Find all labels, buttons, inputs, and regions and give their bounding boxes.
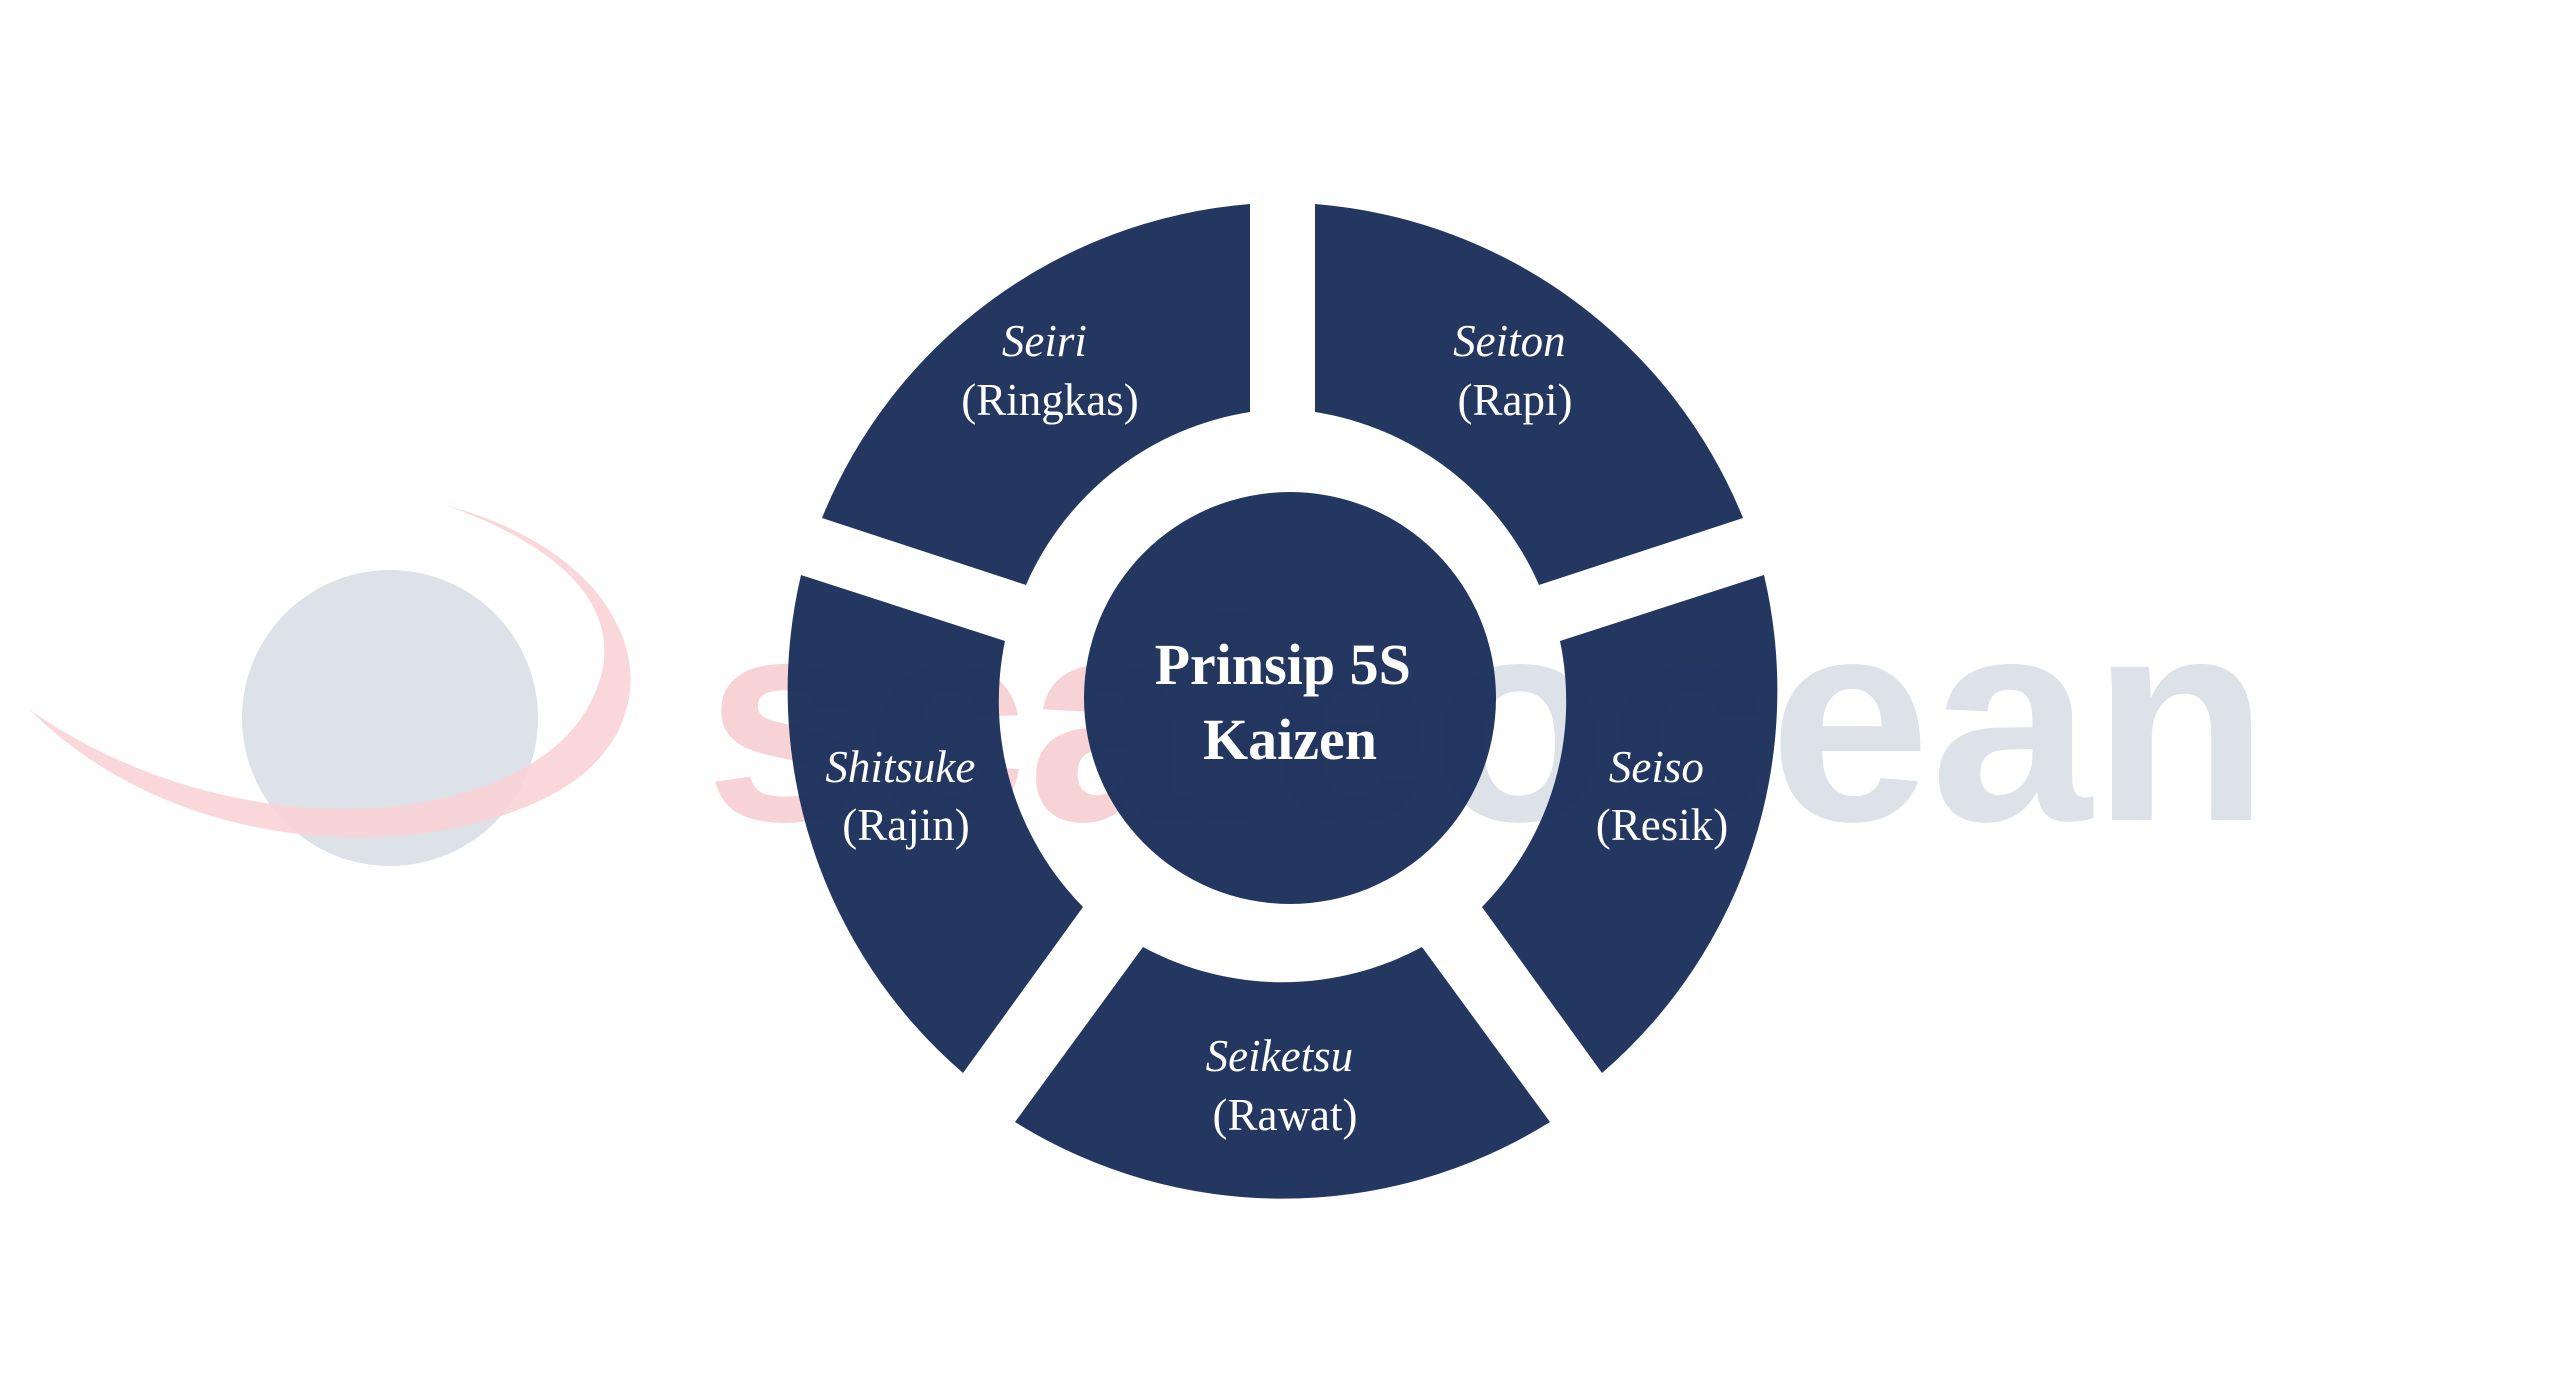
segment-seiri (822, 204, 1250, 585)
center-circle (1084, 492, 1496, 904)
seiketsu-meaning: (Rawat) (1213, 1090, 1358, 1140)
seiketsu-term: Seiketsu (1206, 1031, 1353, 1081)
seiri-term: Seiri (1002, 316, 1087, 366)
seiso-term: Seiso (1609, 742, 1704, 792)
segment-seiso (1482, 575, 1778, 1073)
segment-shitsuke (787, 575, 1083, 1073)
seiton-term: Seiton (1453, 316, 1565, 366)
shitsuke-meaning: (Rajin) (842, 800, 969, 850)
seiri-meaning: (Ringkas) (961, 375, 1138, 425)
segment-seiketsu (1015, 947, 1550, 1199)
segment-seiton (1315, 204, 1743, 585)
segment-label-seiton: Seiton (Rapi) (1453, 316, 1577, 425)
center-title-line-2: Kaizen (1203, 707, 1377, 772)
segment-label-seiri: Seiri (Ringkas) (961, 316, 1138, 425)
center-title: Prinsip 5S Kaizen (1155, 632, 1426, 772)
ring-segments (787, 204, 1778, 1199)
seiso-meaning: (Resik) (1596, 800, 1728, 850)
segment-label-shitsuke: Shitsuke (Rajin) (825, 742, 986, 850)
segment-label-seiso: Seiso (Resik) (1596, 742, 1728, 850)
segment-label-seiketsu: Seiketsu (Rawat) (1206, 1031, 1365, 1140)
center-title-line-1: Prinsip 5S (1155, 632, 1411, 697)
seiton-meaning: (Rapi) (1458, 375, 1573, 425)
watermark-globe-shape (242, 570, 538, 866)
shitsuke-term: Shitsuke (825, 742, 975, 792)
